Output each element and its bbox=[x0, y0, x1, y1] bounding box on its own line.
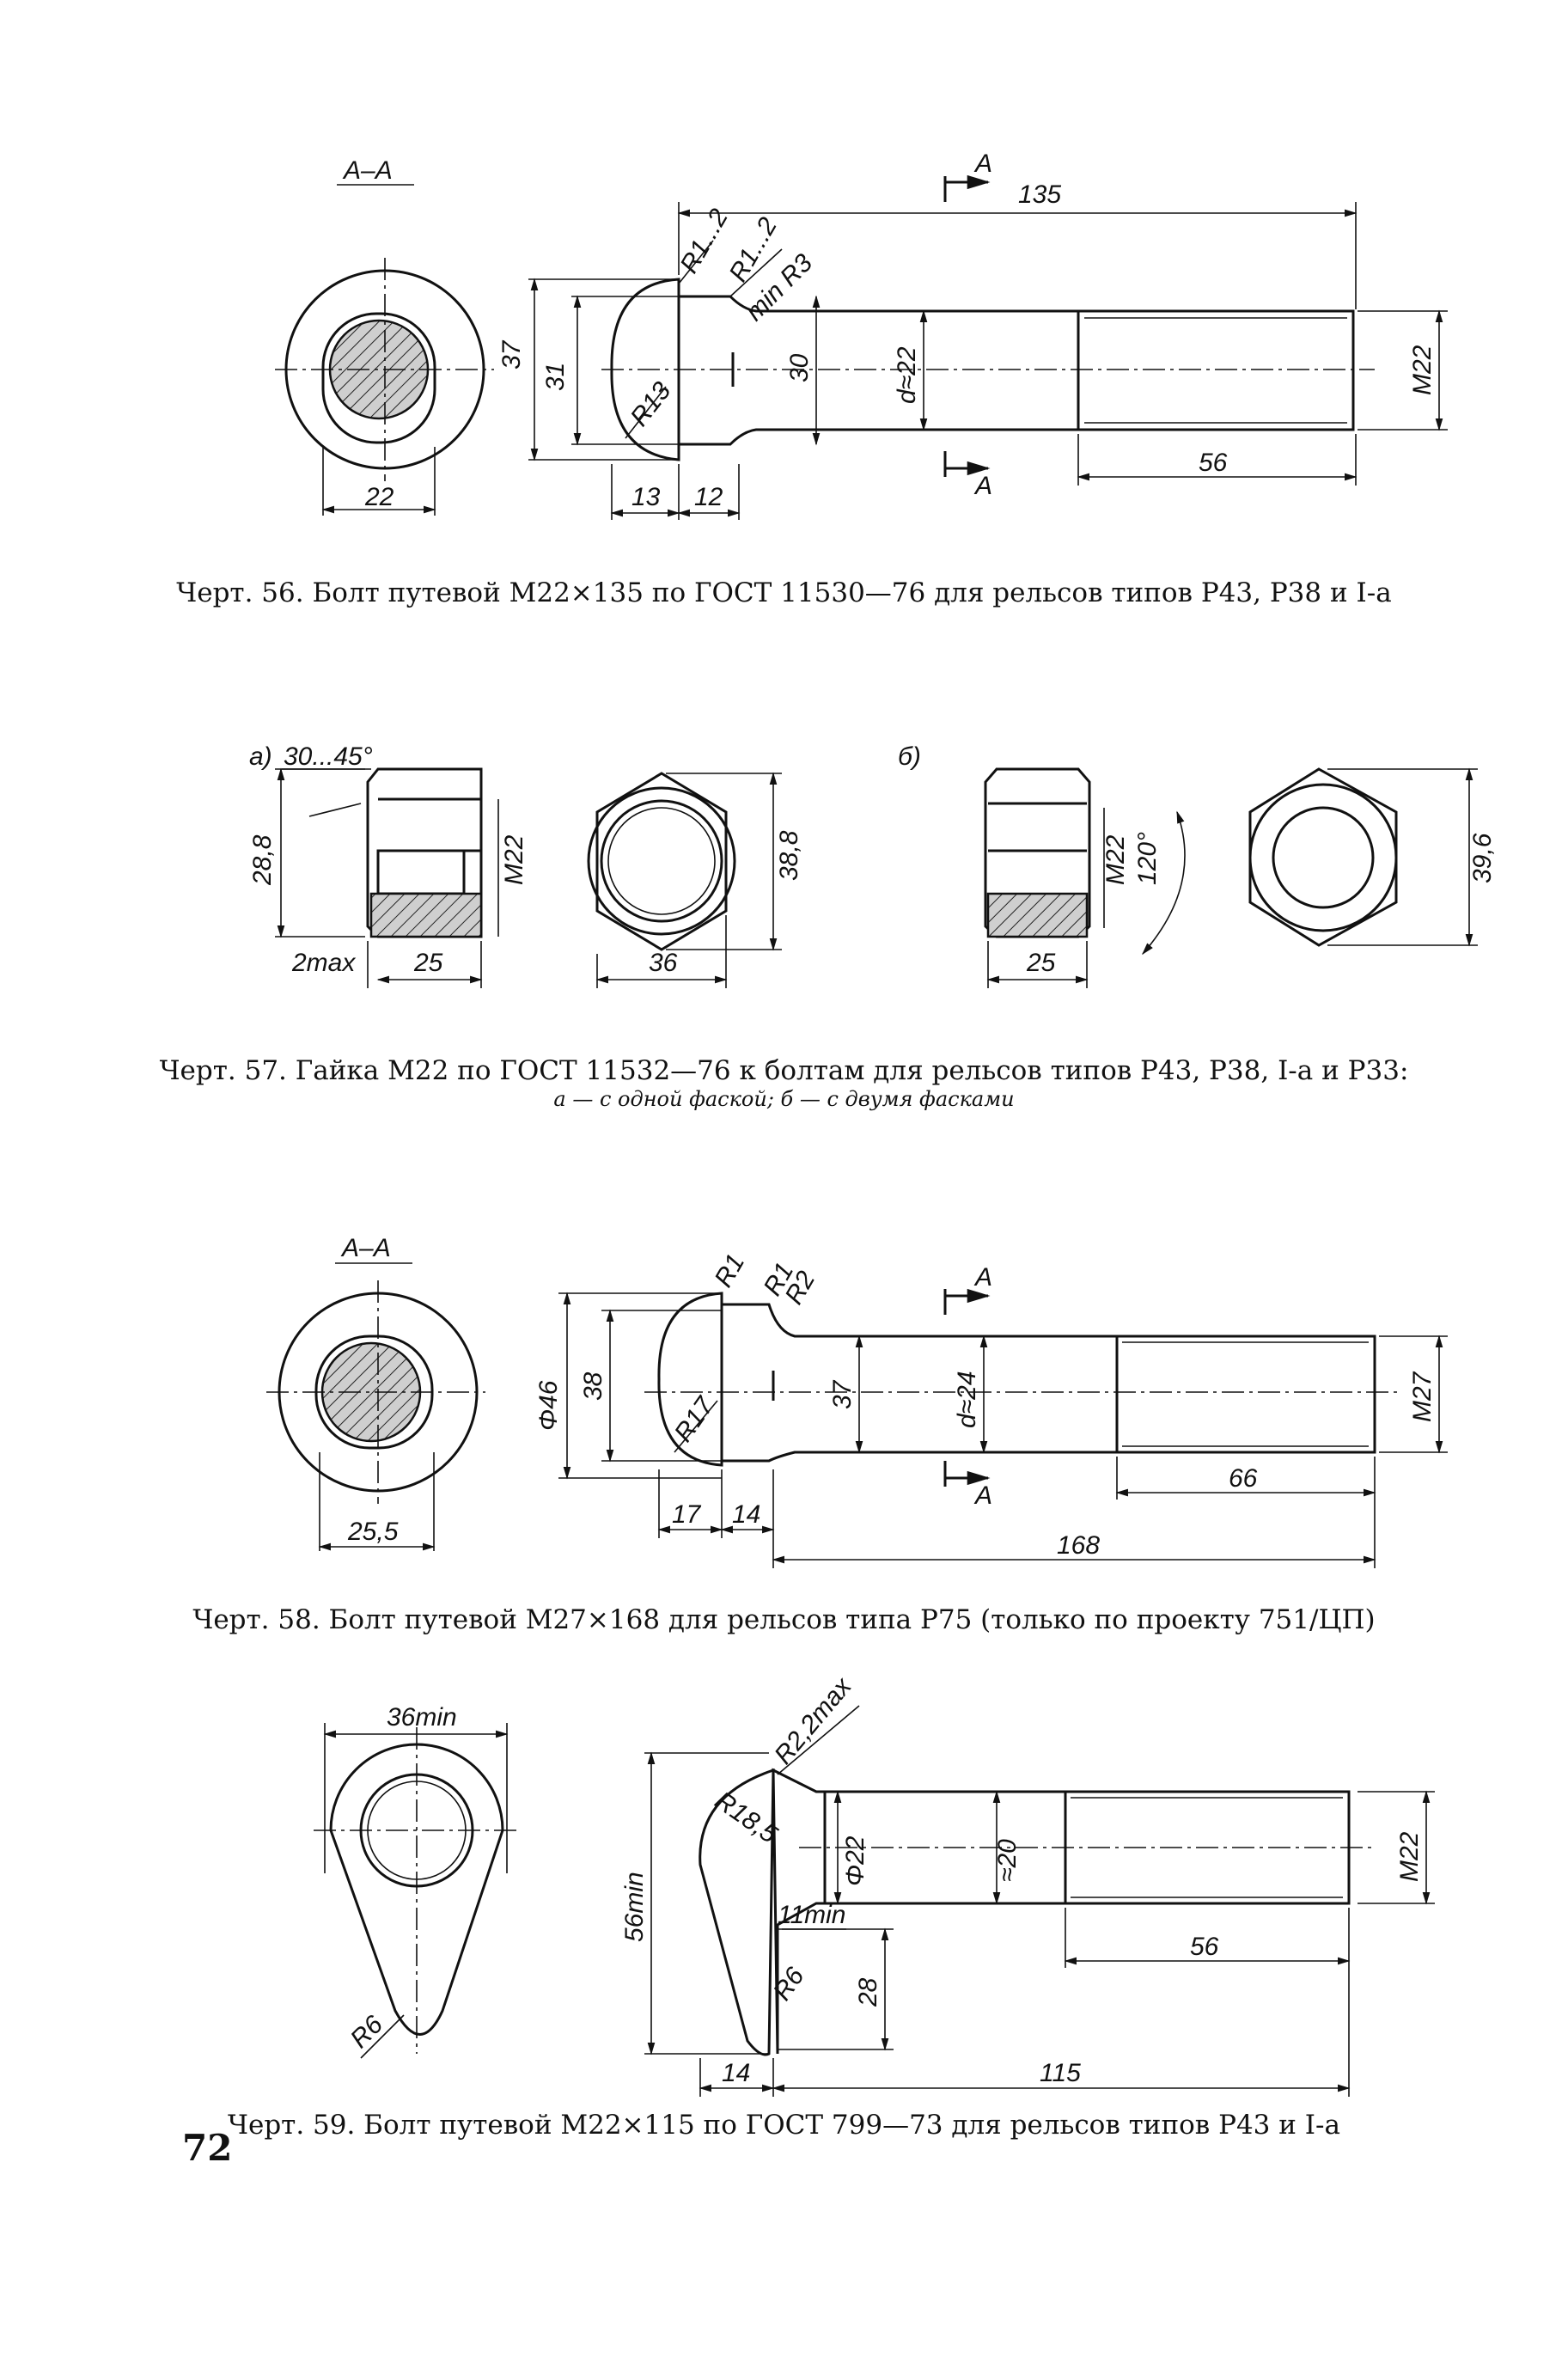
fig58-dim-17: 17 bbox=[672, 1500, 702, 1529]
fig59-r185: R18,5 bbox=[710, 1787, 783, 1849]
fig57a-angle: 30...45° bbox=[284, 742, 373, 771]
fig57b-tag: б) bbox=[898, 742, 921, 771]
fig58-cut-top: A bbox=[973, 1263, 992, 1292]
figure-59-drawing: 36min R6 56min Φ22 ≈20 M22 R2,2max R18,5… bbox=[314, 1672, 1435, 2097]
fig59-oval-head bbox=[329, 1743, 504, 2036]
fig59-dim-56min: 56min bbox=[620, 1872, 649, 1942]
figure-58-drawing: А–А 25,5 Φ46 38 37 d≈24 M27 R17 R1 R1 R2… bbox=[266, 1234, 1448, 1568]
fig56-dim-30: 30 bbox=[785, 353, 814, 382]
fig57a-chamfer: 2max bbox=[291, 949, 356, 977]
fig56-dim-31: 31 bbox=[541, 363, 570, 391]
fig56-dim-37: 37 bbox=[497, 339, 526, 370]
fig57b-thread: M22 bbox=[1101, 834, 1130, 885]
figure-57-drawing: а) 30...45° 28,8 M22 2max 25 36 38,8 б) … bbox=[248, 742, 1497, 988]
fig59-caption: Черт. 59. Болт путевой М22×115 по ГОСТ 7… bbox=[228, 2110, 1340, 2141]
fig56-r13: R13 bbox=[625, 376, 677, 431]
fig59-r22max: R2,2max bbox=[769, 1672, 857, 1770]
fig57a-thread: M22 bbox=[500, 834, 528, 885]
fig56-thread-label: M22 bbox=[1408, 345, 1437, 395]
fig59-r6a: R6 bbox=[345, 2010, 389, 2054]
fig56-dim-22: 22 bbox=[364, 483, 394, 511]
fig59-dim-56: 56 bbox=[1190, 1933, 1219, 1961]
fig58-caption: Черт. 58. Болт путевой М27×168 для рельс… bbox=[192, 1604, 1376, 1635]
fig58-dim-d24: d≈24 bbox=[953, 1371, 981, 1428]
fig57b-hatch bbox=[986, 892, 1089, 938]
fig57a-hatch bbox=[369, 892, 483, 938]
fig56-dim-12: 12 bbox=[694, 483, 723, 511]
fig57b-w: 25 bbox=[1026, 949, 1056, 977]
fig58-dim-46: Φ46 bbox=[534, 1380, 563, 1431]
fig58-r1a: R1 bbox=[709, 1249, 750, 1292]
fig57b-angle: 120° bbox=[1133, 832, 1162, 885]
fig58-dim-255: 25,5 bbox=[347, 1518, 399, 1546]
fig56-caption: Черт. 56. Болт путевой М22×135 по ГОСТ 1… bbox=[176, 577, 1392, 608]
fig56-cut-top: A bbox=[973, 150, 992, 178]
fig58-dim-38: 38 bbox=[579, 1371, 607, 1401]
fig56-dim-135: 135 bbox=[1018, 180, 1061, 209]
fig59-dim-28: 28 bbox=[854, 1977, 882, 2007]
fig59-dim-d20: ≈20 bbox=[993, 1839, 1022, 1882]
fig58-dim-66: 66 bbox=[1229, 1464, 1258, 1493]
fig56-r12a: R1...2 bbox=[674, 204, 734, 278]
fig59-thread-label: M22 bbox=[1395, 1831, 1424, 1882]
fig57b-hex bbox=[1248, 767, 1398, 947]
fig56-cut-bottom: A bbox=[973, 472, 992, 500]
fig57b-across: 39,6 bbox=[1468, 833, 1497, 883]
fig58-cut-bottom: A bbox=[973, 1481, 992, 1510]
fig59-dim-14: 14 bbox=[722, 2059, 750, 2087]
fig58-section-label: А–А bbox=[340, 1234, 391, 1262]
fig59-dim-115: 115 bbox=[1040, 2059, 1081, 2087]
fig56-dim-56: 56 bbox=[1199, 449, 1228, 477]
fig56-section-label: А–А bbox=[342, 156, 393, 185]
fig58-dim-14: 14 bbox=[732, 1500, 760, 1529]
fig59-dim-d22: Φ22 bbox=[841, 1836, 869, 1886]
fig58-r17: R17 bbox=[669, 1391, 720, 1447]
fig59-r6b: R6 bbox=[768, 1962, 810, 2006]
fig57a-h: 28,8 bbox=[248, 834, 277, 886]
fig57-caption: Черт. 57. Гайка М22 по ГОСТ 11532—76 к б… bbox=[159, 1055, 1409, 1086]
fig59-11min: 11min bbox=[778, 1901, 845, 1929]
fig58-thread-label: M27 bbox=[1408, 1371, 1437, 1422]
fig56-dim-d22: d≈22 bbox=[893, 346, 921, 404]
fig57-subcaption: а — с одной фаской; б — с двумя фасками bbox=[553, 1087, 1015, 1111]
fig56-dim-13: 13 bbox=[631, 483, 661, 511]
figure-56-drawing: А–А 22 37 31 30 d≈22 M22 R13 R1...2 R1..… bbox=[275, 150, 1448, 520]
fig57a-tag: а) bbox=[249, 742, 272, 771]
fig56-thread bbox=[1077, 309, 1355, 431]
fig58-thread bbox=[1115, 1335, 1376, 1454]
fig57a-w: 25 bbox=[413, 949, 443, 977]
fig57a-hex bbox=[595, 772, 728, 951]
fig58-dim-37: 37 bbox=[828, 1379, 857, 1409]
fig57a-flat: 36 bbox=[649, 949, 678, 977]
fig58-head bbox=[657, 1292, 723, 1467]
page-number: 72 bbox=[182, 2127, 233, 2169]
fig59-dim-36min: 36min bbox=[387, 1703, 457, 1732]
fig57a-across: 38,8 bbox=[775, 830, 803, 881]
fig58-dim-168: 168 bbox=[1057, 1531, 1100, 1560]
